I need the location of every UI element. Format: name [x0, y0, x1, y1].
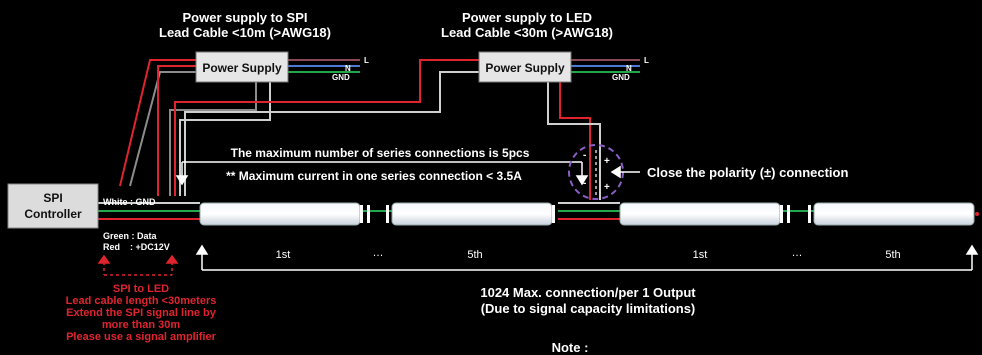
psu-right-heading-1: Power supply to LED [462, 10, 592, 25]
psu-left-heading-1: Power supply to SPI [183, 10, 308, 25]
led-strip-4 [808, 202, 979, 226]
spi-length-bracket [97, 254, 179, 276]
psu-left-term-n: N [345, 64, 351, 73]
spi-note-line2: Lead cable length <30meters [66, 295, 217, 307]
series-bracket [175, 161, 589, 186]
spi-note-line5: Please use a signal amplifier [66, 331, 217, 343]
spi-controller: SPI Controller [7, 183, 99, 229]
psu-right-heading-2: Lead Cable <30m (>AWG18) [441, 25, 613, 40]
psu-left-heading-2: Lead Cable <10m (>AWG18) [159, 25, 331, 40]
max-connection-bracket [195, 244, 979, 271]
strip-ellipsis-1: … [373, 247, 384, 259]
max-connection-line1: 1024 Max. connection/per 1 Output [480, 285, 696, 300]
psu-right-term-gnd: GND [612, 73, 630, 82]
polarity-plus-2: + [604, 182, 610, 193]
spi-note-line3: Extend the SPI signal line by [66, 307, 217, 319]
power-supply-right: Power Supply L N GND [478, 51, 649, 83]
power-supply-left: Power Supply L N GND [195, 51, 369, 83]
series-note-max: The maximum number of series connections… [231, 146, 530, 160]
polarity-arrow [610, 165, 640, 179]
led-strip-3 [619, 202, 790, 226]
led-strip-1 [199, 202, 370, 226]
controller-line2: Controller [24, 207, 82, 221]
footer-note: Note : [552, 340, 589, 355]
psu-right-label: Power Supply [485, 61, 565, 75]
psu-right-term-n: N [626, 64, 632, 73]
psu-left-term-gnd: GND [332, 73, 350, 82]
psu-left-term-l: L [364, 56, 369, 65]
label-white-gnd: White : GND [103, 197, 156, 207]
strip-label-2: 5th [467, 249, 482, 261]
controller-line1: SPI [43, 191, 62, 205]
label-green-data: Green : Data [103, 231, 158, 241]
wires [98, 59, 814, 220]
strip-ellipsis-2: … [792, 247, 803, 259]
polarity-label: Close the polarity (±) connection [647, 165, 848, 180]
strip-label-3: 1st [693, 249, 708, 261]
polarity-minus-1: - [583, 150, 586, 161]
psu-right-term-l: L [644, 56, 649, 65]
spi-note-line4: more than 30m [102, 319, 180, 331]
polarity-plus-1: + [604, 156, 610, 167]
psu-left-label: Power Supply [202, 61, 282, 75]
led-strip-2 [386, 202, 555, 226]
label-red-dc: Red : +DC12V [103, 242, 170, 252]
strip-label-4: 5th [885, 249, 900, 261]
spi-note-line1: SPI to LED [113, 283, 169, 295]
polarity-minus-2: - [583, 178, 586, 189]
series-note-current: ** Maximum current in one series connect… [226, 169, 522, 183]
strip-label-1: 1st [276, 249, 291, 261]
max-connection-line2: (Due to signal capacity limitations) [481, 301, 696, 316]
